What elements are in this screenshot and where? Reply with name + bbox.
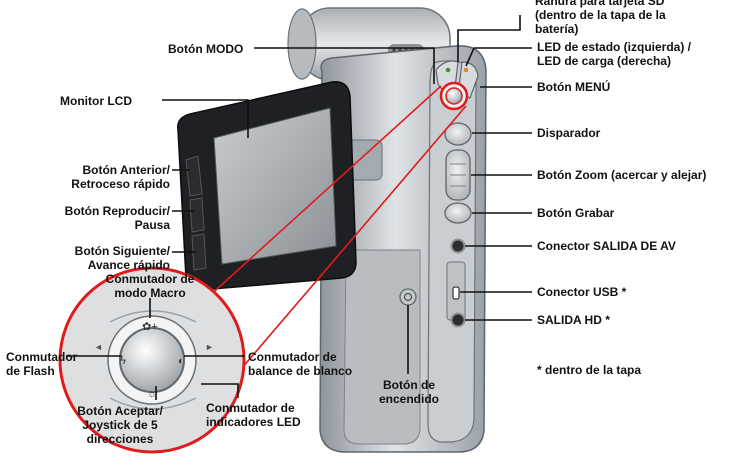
ring-mark: ◄: [94, 342, 103, 352]
hd-port: [450, 312, 466, 328]
label-sd-slot: Ranura para tarjeta SD (dentro de la tap…: [535, 0, 666, 36]
label-status-led: LED de estado (izquierda) / LED de carga…: [537, 40, 692, 68]
lens-end: [287, 8, 317, 80]
av-port: [450, 238, 466, 254]
label-mode-button: Botón MODO: [168, 42, 244, 56]
label-power-button: Botón de encendido: [378, 378, 439, 406]
label-hd-out: SALIDA HD *: [537, 313, 610, 327]
white-balance-icon: ◐: [178, 356, 184, 367]
label-shutter: Disparador: [537, 126, 601, 140]
ok-joystick[interactable]: [119, 327, 185, 393]
usb-port: [452, 286, 460, 300]
status-led: [445, 67, 451, 73]
label-zoom-button: Botón Zoom (acercar y alejar): [537, 168, 707, 182]
label-next-button: Botón Siguiente/ Avance rápido: [74, 244, 170, 272]
label-flash-switch: Conmutador de Flash: [6, 350, 78, 378]
joystick-magnified: ✿+ ϟ ◐ ☼ ◄ ►: [58, 266, 246, 454]
record-button[interactable]: [444, 202, 472, 224]
label-prev-button: Botón Anterior/ Retroceso rápido: [71, 163, 170, 191]
leader-lines: [66, 15, 532, 400]
label-record-button: Botón Grabar: [537, 206, 615, 220]
charge-led: [463, 67, 469, 73]
label-ok-joystick: Botón Aceptar/ Joystick de 5 direcciones: [77, 404, 163, 446]
label-lcd-monitor: Monitor LCD: [60, 94, 132, 108]
label-footnote: * dentro de la tapa: [537, 363, 642, 377]
label-led-switch: Conmutador de indicadores LED: [206, 401, 301, 429]
power-button[interactable]: [399, 288, 417, 306]
flash-icon: ϟ: [120, 355, 126, 367]
label-av-out: Conector SALIDA DE AV: [537, 239, 676, 253]
joystick-small[interactable]: [445, 87, 463, 105]
projection-line: [184, 85, 442, 319]
label-usb-port: Conector USB *: [537, 285, 627, 299]
lcd-screen: [213, 107, 337, 265]
label-play-button: Botón Reproducir/ Pausa: [64, 204, 170, 232]
panel-prev-button[interactable]: [185, 155, 203, 197]
panel-next-button[interactable]: [191, 233, 207, 271]
panel-play-button[interactable]: [189, 197, 205, 233]
label-menu-button: Botón MENÚ: [537, 80, 611, 94]
ring-mark: ►: [205, 342, 214, 352]
label-macro-switch: Conmutador de modo Macro: [105, 272, 195, 300]
led-sun-icon: ☼: [147, 388, 157, 400]
shutter-button[interactable]: [444, 122, 472, 146]
label-white-balance-switch: Conmutador de balance de blanco: [248, 350, 353, 378]
projection-line: [205, 105, 467, 411]
macro-flower-icon: ✿+: [142, 321, 158, 333]
